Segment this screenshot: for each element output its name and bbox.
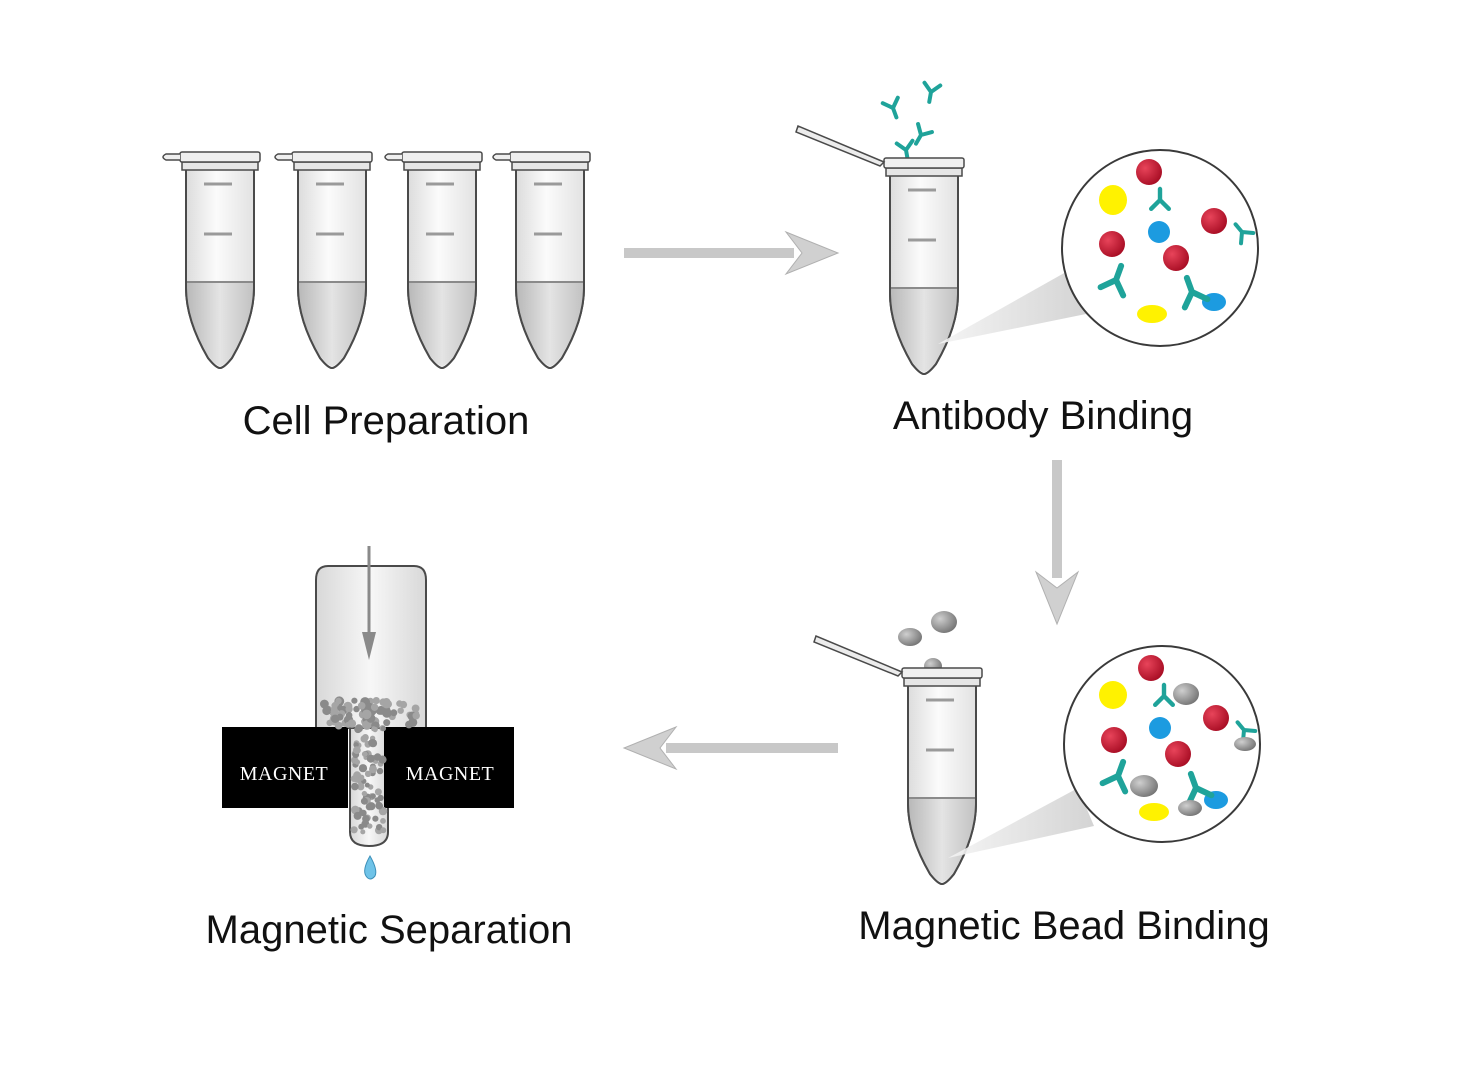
bead <box>354 725 362 734</box>
bead <box>361 709 372 720</box>
bead <box>372 815 379 822</box>
bead <box>397 707 404 714</box>
bead <box>367 802 376 811</box>
bead <box>380 725 387 732</box>
bead <box>330 714 340 723</box>
step-cell-preparation: Cell Preparation <box>163 152 590 443</box>
bead <box>360 735 368 743</box>
arrow-left <box>622 725 838 771</box>
beads-falling <box>898 611 957 674</box>
bead <box>411 704 420 713</box>
bead <box>362 815 370 823</box>
bead <box>357 702 366 710</box>
bead <box>361 790 368 797</box>
bead <box>373 753 382 761</box>
tube-4 <box>493 152 590 368</box>
bead <box>376 708 383 715</box>
bead <box>350 826 358 834</box>
bead <box>366 754 375 763</box>
tube-2 <box>275 152 372 368</box>
label-magnetic-bead-binding: Magnetic Bead Binding <box>858 904 1269 948</box>
bead <box>383 719 391 727</box>
bead <box>358 775 364 781</box>
bead <box>378 806 388 816</box>
tube-1 <box>163 152 260 368</box>
zoom-circle-beads <box>1063 645 1261 843</box>
bead <box>380 827 387 834</box>
label-antibody-binding: Antibody Binding <box>893 394 1193 438</box>
bead <box>372 726 378 733</box>
flow-arrow <box>362 546 376 660</box>
bead <box>382 699 391 709</box>
bead <box>361 751 368 757</box>
bead <box>358 764 368 773</box>
bead <box>323 705 331 714</box>
bead <box>362 720 372 730</box>
magnet-left: MAGNET <box>222 727 348 808</box>
bead <box>353 811 362 820</box>
bead <box>337 704 344 712</box>
bead <box>375 802 383 810</box>
bead <box>358 823 365 830</box>
retained-beads <box>320 696 420 835</box>
bead <box>376 767 384 775</box>
bead <box>353 746 361 754</box>
label-cell-preparation: Cell Preparation <box>243 399 530 443</box>
bead <box>367 823 373 829</box>
antibodies-falling <box>880 80 943 164</box>
bead <box>347 719 357 728</box>
bead <box>372 697 380 705</box>
bead <box>360 829 366 835</box>
bead <box>360 797 368 805</box>
bead <box>370 793 376 799</box>
zoom-circle-antibody <box>1061 149 1259 347</box>
bead <box>364 782 370 788</box>
magnet-right: MAGNET <box>384 727 514 808</box>
bead <box>345 705 353 713</box>
bead <box>412 712 420 720</box>
bead <box>354 759 361 765</box>
bead <box>368 739 378 748</box>
bead <box>353 742 359 748</box>
bead <box>351 697 358 704</box>
step-antibody-binding: Antibody Binding <box>796 80 1259 438</box>
magnet-left-label: MAGNET <box>240 763 329 785</box>
step-magnetic-bead-binding: Magnetic Bead Binding <box>814 611 1270 948</box>
bead <box>399 700 408 709</box>
magnet-right-label: MAGNET <box>406 763 495 785</box>
tube-3 <box>385 152 482 368</box>
bead <box>353 705 360 713</box>
zoom-cone <box>938 272 1086 344</box>
zoom-cone-2 <box>948 788 1094 858</box>
droplet <box>364 854 377 880</box>
bead <box>405 720 413 729</box>
bead <box>370 703 379 711</box>
bead <box>374 788 382 796</box>
label-magnetic-separation: Magnetic Separation <box>206 908 573 952</box>
arrow-right <box>624 230 840 276</box>
bead <box>374 797 381 803</box>
bead <box>357 783 365 791</box>
bead <box>335 697 342 705</box>
bead <box>345 711 353 719</box>
bead <box>364 770 372 777</box>
bead <box>351 782 359 791</box>
step-magnetic-separation: MAGNET MAGNET Magnetic Separation <box>206 546 573 952</box>
bead <box>369 765 377 774</box>
arrow-down <box>1034 460 1080 626</box>
bead <box>390 709 398 717</box>
bead <box>380 818 386 824</box>
open-tube-beads <box>814 636 982 884</box>
